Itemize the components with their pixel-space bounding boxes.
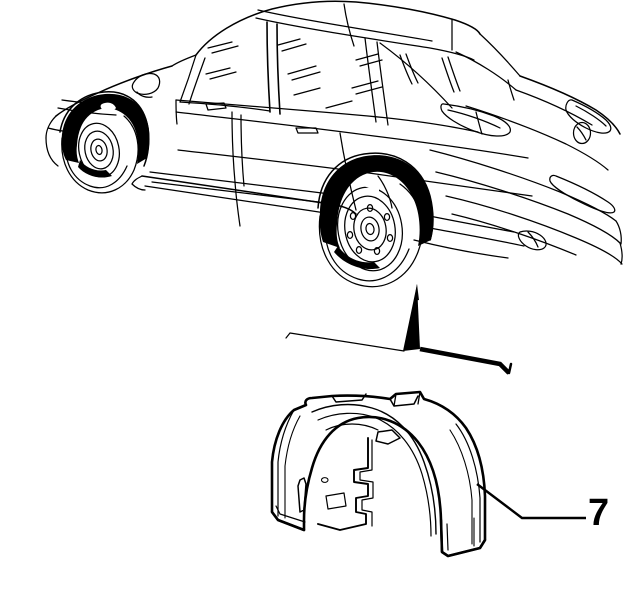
highlighted-wheel-arch-liners (61, 93, 434, 270)
callout-leader-line-7 (476, 483, 586, 520)
vehicle-rear-end (413, 75, 623, 265)
detail-view-pointer (285, 284, 513, 375)
callout-number-7: 7 (588, 492, 610, 534)
wheel-bolt-holes (346, 203, 394, 256)
vehicle-roof-and-glasshouse (171, 0, 521, 133)
vehicle-body-side (45, 65, 533, 247)
wheel-arch-liner-detail (270, 390, 487, 558)
